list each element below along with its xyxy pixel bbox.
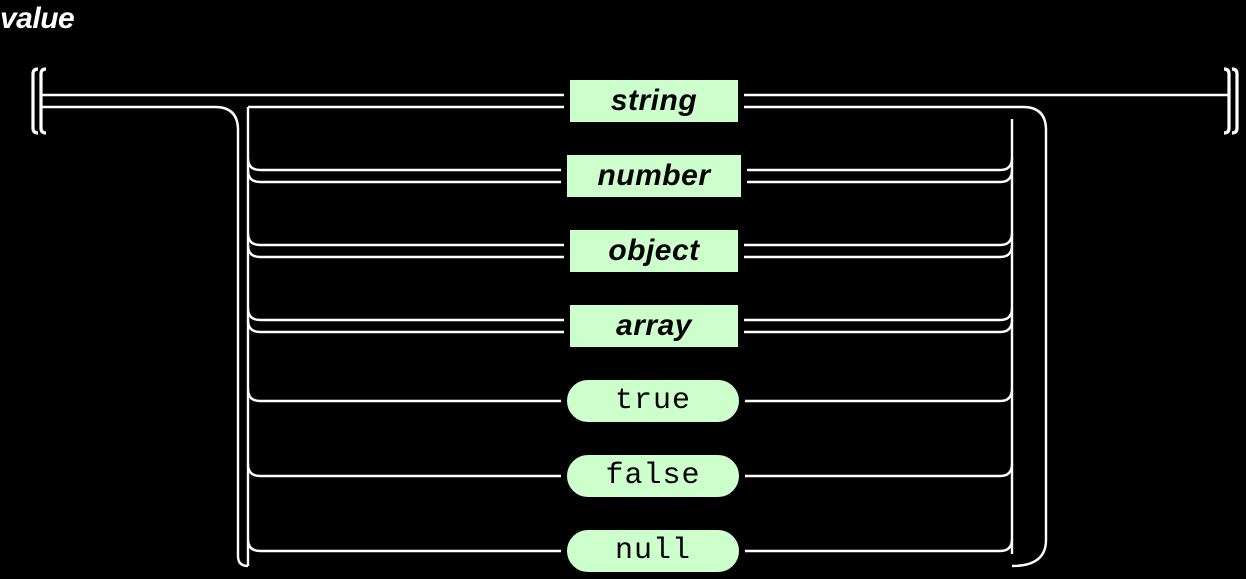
node-false[interactable]: false bbox=[563, 451, 743, 501]
rail-row2-branch-in-upper bbox=[246, 157, 563, 172]
rail-start-bracket bbox=[31, 67, 47, 135]
rail-rejoin-spine-right-outer bbox=[1011, 105, 1048, 568]
rail-row6-branch-in bbox=[246, 463, 572, 478]
node-true-label: true bbox=[614, 384, 691, 418]
rail-row7-branch-out bbox=[734, 538, 1014, 553]
rail-entry-lower bbox=[41, 105, 249, 568]
rail-row4-branch-out-lower bbox=[742, 319, 1014, 334]
rail-row3-branch-out-lower bbox=[742, 244, 1014, 259]
rail-row7-branch-in bbox=[246, 538, 572, 553]
node-array-label: array bbox=[616, 309, 692, 342]
rail-row6-branch-out bbox=[734, 463, 1014, 478]
node-string[interactable]: string bbox=[566, 76, 742, 126]
rail-end-bracket bbox=[1223, 67, 1239, 135]
rail-row4-branch-in-lower bbox=[246, 319, 566, 334]
rail-row5-branch-out bbox=[734, 388, 1014, 403]
rail-row3-branch-out-upper bbox=[742, 232, 1014, 247]
rail-row4-branch-out-upper bbox=[742, 307, 1014, 322]
node-number-label: number bbox=[597, 159, 711, 192]
rail-row4-branch-in-upper bbox=[246, 307, 566, 322]
node-number[interactable]: number bbox=[563, 151, 745, 201]
rail-row5-branch-in bbox=[246, 388, 572, 403]
node-false-label: false bbox=[605, 459, 701, 493]
rail-row2-branch-out-upper bbox=[745, 157, 1014, 172]
node-object-label: object bbox=[608, 234, 700, 267]
node-object[interactable]: object bbox=[566, 226, 742, 276]
node-array[interactable]: array bbox=[566, 301, 742, 351]
page-title: value bbox=[0, 2, 75, 35]
node-null-label: null bbox=[614, 534, 691, 568]
node-true[interactable]: true bbox=[563, 376, 743, 426]
rail-row3-branch-in-upper bbox=[246, 232, 566, 247]
rail-row2-branch-in-lower bbox=[246, 169, 563, 184]
rail-row3-branch-in-lower bbox=[246, 244, 566, 259]
node-string-label: string bbox=[610, 84, 698, 117]
node-null[interactable]: null bbox=[563, 526, 743, 576]
rail-row2-branch-out-lower bbox=[745, 169, 1014, 184]
